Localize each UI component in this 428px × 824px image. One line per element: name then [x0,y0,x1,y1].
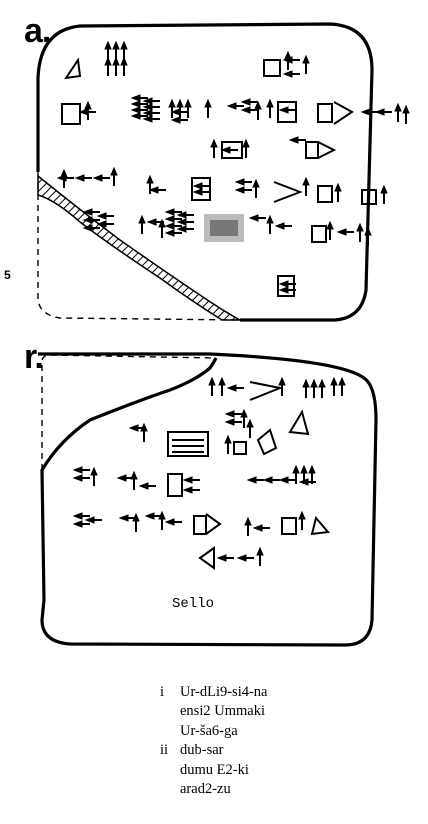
obverse-signs [57,41,410,297]
transliteration-text: Ur-dLi9-si4-na [180,684,268,700]
line-number: 5 [4,268,11,282]
transliteration-text: Ur-ša6-ga [180,722,238,739]
transliteration-text: dumu E2-ki [180,761,249,778]
obverse-label: a. [24,12,51,50]
transliteration-text: dub-sar [180,742,224,759]
reverse-signs [73,377,346,570]
column-number: i [160,684,165,700]
seal-label: Sello [172,596,215,612]
transliteration-text: arad2-zu [180,780,231,797]
transliteration-text: ensi2 Ummaki [180,703,265,720]
column-number: ii [160,742,169,759]
reverse-label: r. [24,338,44,376]
